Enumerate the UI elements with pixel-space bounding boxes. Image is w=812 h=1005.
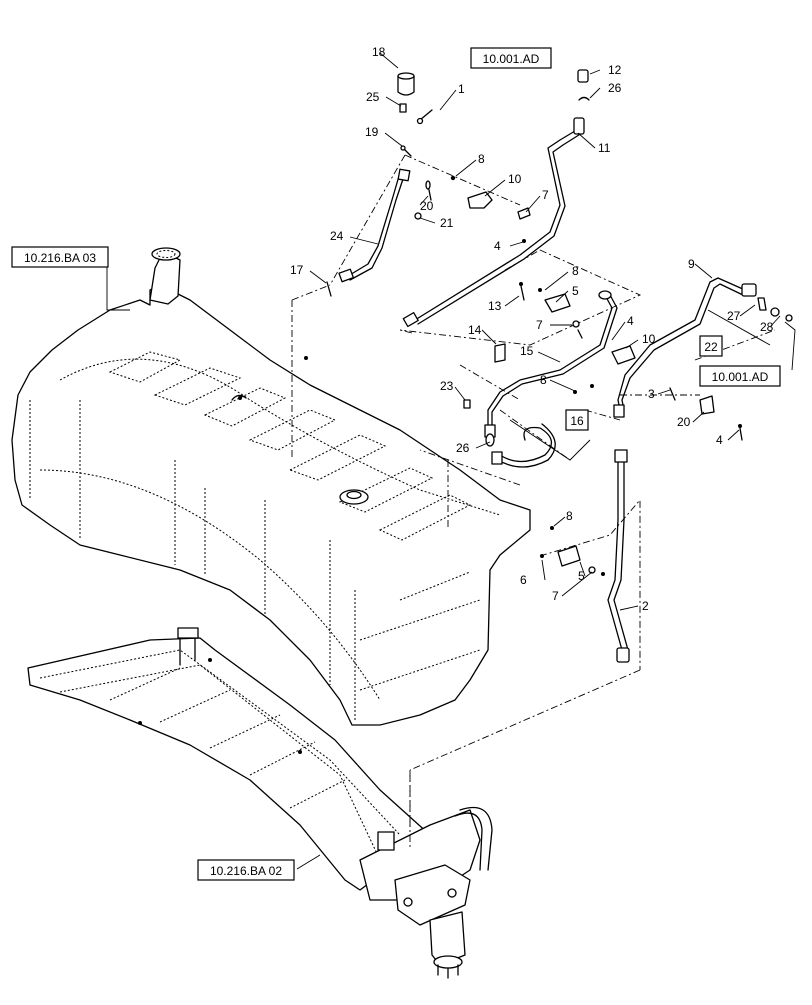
callout-19: 19 — [365, 125, 379, 139]
callout-7: 7 — [552, 589, 559, 603]
fuel-line-11 — [414, 127, 581, 321]
ref-box-right-fitting[interactable]: 10.001.AD — [699, 365, 781, 387]
ref-box-22[interactable]: 22 — [699, 335, 723, 357]
svg-text:16: 16 — [570, 414, 584, 428]
leader-lines — [106, 52, 796, 870]
callout-5: 5 — [578, 569, 585, 583]
callout-13: 13 — [488, 299, 502, 313]
callout-28: 28 — [760, 320, 774, 334]
fuel-line-24 — [349, 175, 405, 281]
callout-23: 23 — [440, 379, 454, 393]
hardware — [304, 69, 793, 576]
callout-21: 21 — [440, 216, 454, 230]
fuel-line-9 — [617, 277, 746, 411]
callout-4: 4 — [716, 433, 723, 447]
callout-4: 4 — [494, 239, 501, 253]
ref-box-bottom-frame[interactable]: 10.216.BA 02 — [197, 859, 295, 881]
svg-text:10.001.AD: 10.001.AD — [712, 370, 769, 384]
callout-26: 26 — [608, 81, 622, 95]
callout-8: 8 — [478, 152, 485, 166]
callout-10: 10 — [508, 172, 522, 186]
ref-box-left-tank[interactable]: 10.216.BA 03 — [11, 246, 109, 268]
callout-4: 4 — [627, 314, 634, 328]
fuel-line-2 — [607, 457, 623, 651]
callout-12: 12 — [608, 63, 622, 77]
callout-5: 5 — [572, 284, 579, 298]
fuel-tank — [11, 247, 531, 726]
callout-labels: 18 25 1 19 8 10 20 21 7 24 4 11 12 26 17… — [290, 45, 774, 613]
svg-text:10.001.AD: 10.001.AD — [483, 52, 540, 66]
svg-text:22: 22 — [704, 340, 718, 354]
callout-24: 24 — [330, 229, 344, 243]
part-18 — [397, 75, 415, 96]
callout-6: 6 — [520, 573, 527, 587]
ref-box-16[interactable]: 16 — [565, 409, 589, 431]
callout-11: 11 — [598, 141, 611, 155]
reference-boxes: 10.001.AD 10.216.BA 03 10.001.AD 10.216.… — [11, 47, 781, 881]
callout-1: 1 — [458, 82, 465, 96]
callout-18: 18 — [372, 45, 386, 59]
callout-17: 17 — [290, 263, 304, 277]
svg-text:10.216.BA 02: 10.216.BA 02 — [210, 864, 282, 878]
callout-3: 3 — [648, 387, 655, 401]
callout-25: 25 — [366, 90, 380, 104]
callout-20: 20 — [677, 415, 691, 429]
callout-8: 8 — [566, 509, 573, 523]
callout-7: 7 — [536, 318, 543, 332]
callout-26: 26 — [456, 441, 470, 455]
fuel-line-15 — [487, 294, 613, 431]
svg-text:10.216.BA 03: 10.216.BA 03 — [24, 251, 96, 265]
callout-14: 14 — [468, 323, 482, 337]
fuel-lines — [338, 117, 757, 663]
callout-15: 15 — [520, 344, 534, 358]
callout-20: 20 — [420, 199, 434, 213]
callout-8: 8 — [540, 373, 547, 387]
callout-27: 27 — [727, 309, 741, 323]
fuel-filter-assembly — [359, 806, 493, 979]
ref-box-top-right[interactable]: 10.001.AD — [470, 47, 552, 69]
callout-2: 2 — [642, 599, 649, 613]
callout-9: 9 — [688, 257, 695, 271]
hose-16 — [499, 426, 552, 463]
callout-10: 10 — [642, 332, 656, 346]
callout-8: 8 — [572, 264, 579, 278]
callout-7: 7 — [542, 188, 549, 202]
